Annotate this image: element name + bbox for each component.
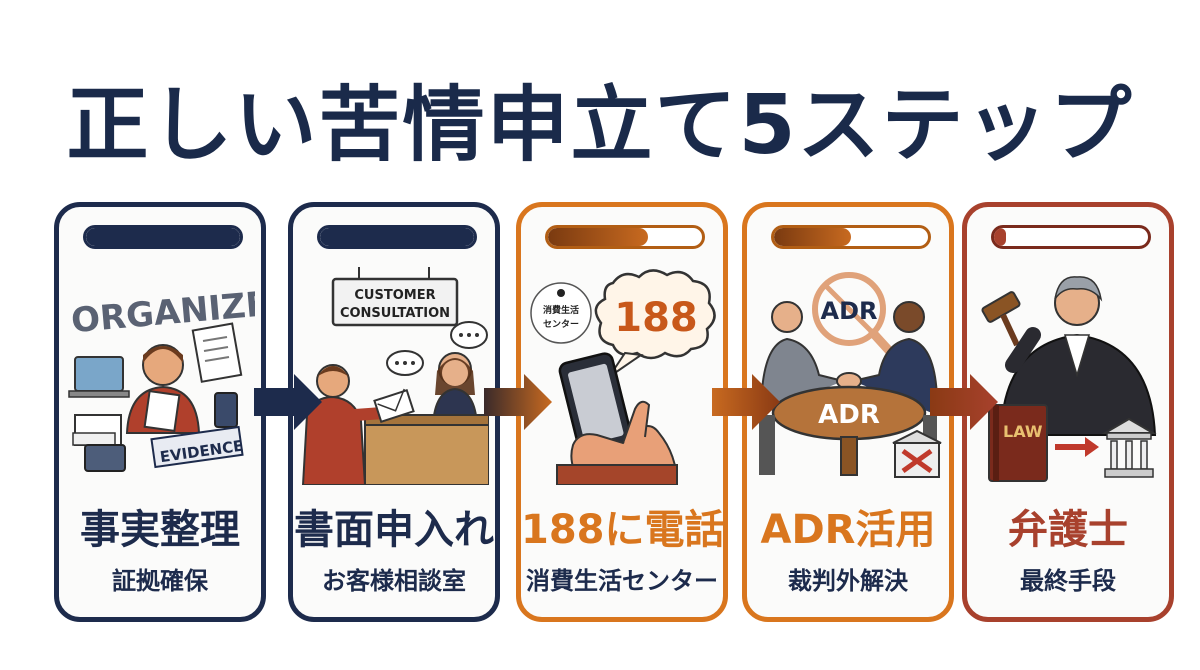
pin-line-2: センター <box>543 318 579 330</box>
consultation-sign <box>331 277 459 327</box>
adr-illustration: ADR ADR <box>759 272 942 478</box>
person-icon <box>142 344 184 386</box>
counter-icon <box>364 422 489 485</box>
envelope-icon <box>373 389 415 423</box>
step-arrow-1 <box>254 374 322 430</box>
location-pin-icon <box>530 282 592 344</box>
magnifier-icon <box>812 272 886 346</box>
person-icon <box>771 301 803 333</box>
progress-fill <box>548 228 649 246</box>
step-subtitle: お客様相談室 <box>322 567 466 595</box>
law-book-icon <box>988 404 1048 482</box>
organize-illustration: ORGANIZE EVIDENCE <box>68 284 255 472</box>
lawyer-illustration: LAW <box>981 276 1157 482</box>
progress-bar <box>317 225 477 249</box>
step-subtitle: 裁判外解決 <box>788 567 908 595</box>
laptop-icon <box>74 356 124 392</box>
progress-bar <box>991 225 1151 249</box>
step-title: 188に電話 <box>521 507 725 553</box>
progress-fill <box>774 228 851 246</box>
progress-fill <box>86 228 240 246</box>
sign-line-2: CONSULTATION <box>340 306 450 321</box>
person-icon <box>893 301 925 333</box>
step-card-5: LAW 弁護士 最終手段 <box>962 202 1174 622</box>
step-arrow-3 <box>712 374 780 430</box>
page-title: 正しい苦情申立て5ステップ <box>66 78 1134 173</box>
progress-bar <box>83 225 243 249</box>
step-arrow-2 <box>484 374 552 430</box>
call-188-illustration: 188 消費生活 センター <box>530 269 716 485</box>
step-title: 事実整理 <box>80 507 240 553</box>
step-subtitle: 最終手段 <box>1020 567 1116 595</box>
document-icon <box>191 322 243 383</box>
progress-fill <box>320 228 474 246</box>
consultation-illustration: CUSTOMER CONSULTATION <box>301 267 489 485</box>
step-subtitle: 証拠確保 <box>112 567 208 595</box>
step-card-3: 188 消費生活 センター 188に電話 消費生活センター <box>516 202 728 622</box>
number-188: 188 <box>614 295 698 341</box>
step-title: ADR活用 <box>760 507 936 553</box>
gavel-icon <box>981 291 1021 323</box>
progress-fill <box>994 228 1007 246</box>
phone-icon <box>214 392 238 428</box>
step-card-1: ORGANIZE EVIDENCE 事実整理 証拠確保 <box>54 202 266 622</box>
sign-line-1: CUSTOMER <box>354 288 435 303</box>
step-title: 書面申入れ <box>294 507 494 553</box>
progress-bar <box>545 225 705 249</box>
progress-bar <box>771 225 931 249</box>
step-title: 弁護士 <box>1008 507 1128 553</box>
speech-bubble-icon <box>594 269 716 360</box>
book-label: LAW <box>1003 422 1043 441</box>
table-label: ADR <box>818 400 880 430</box>
pin-line-1: 消費生活 <box>543 304 579 316</box>
step-subtitle: 消費生活センター <box>526 567 718 595</box>
magnifier-label: ADR <box>821 297 878 325</box>
step-arrow-4 <box>930 374 998 430</box>
